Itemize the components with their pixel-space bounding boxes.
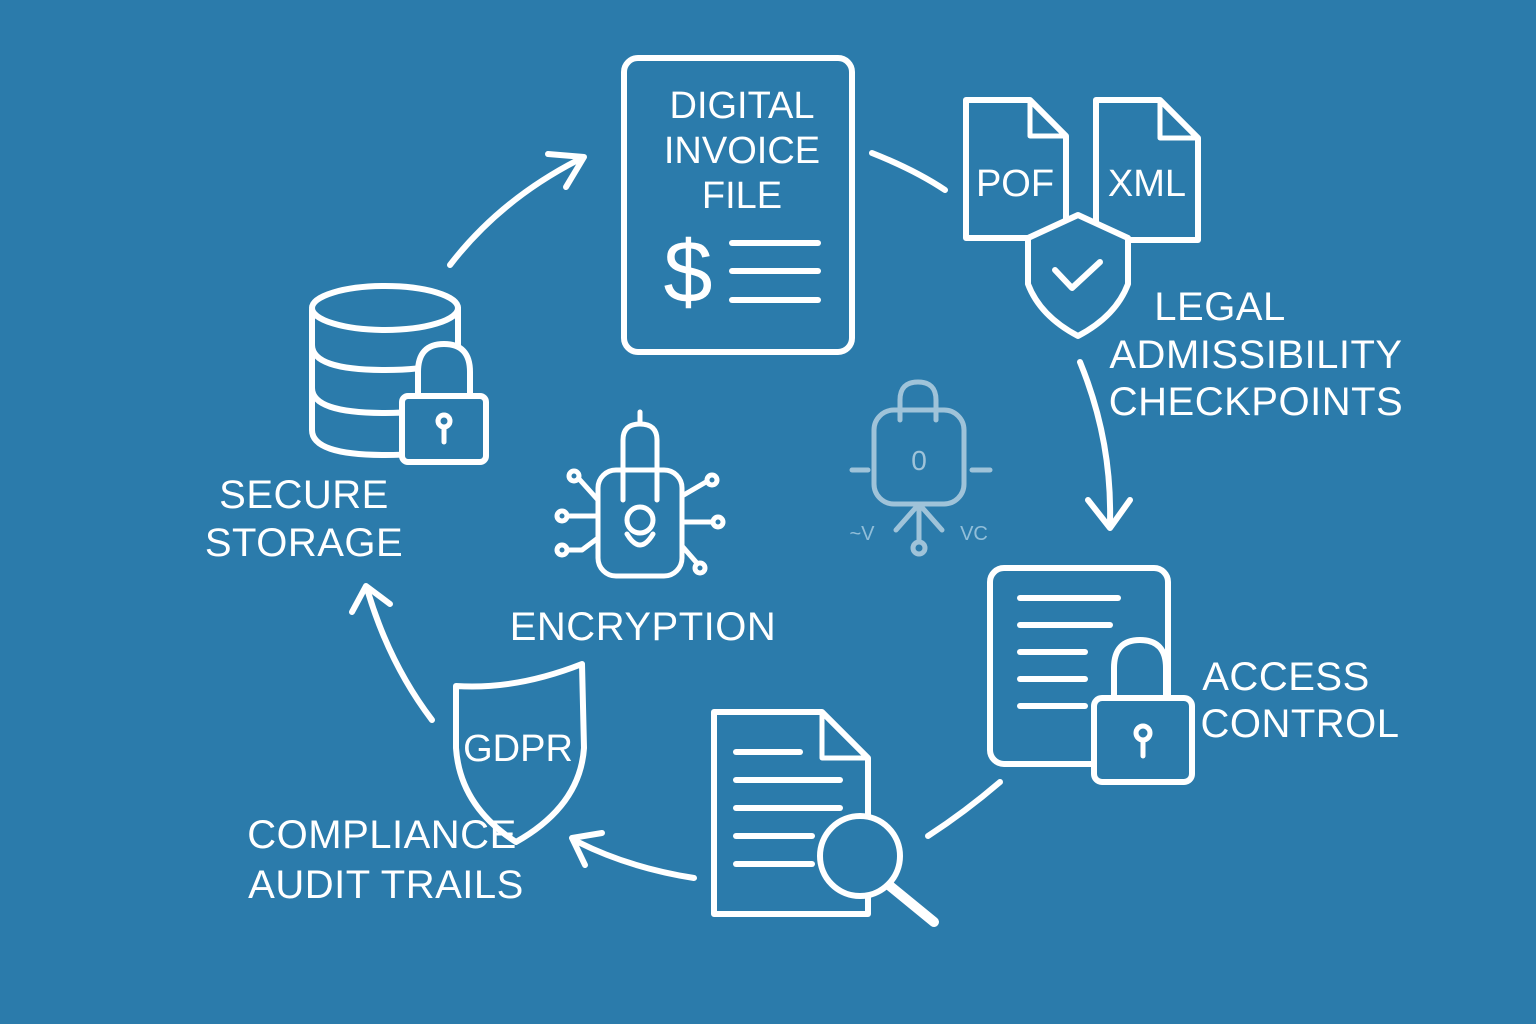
circuit-lock-icon [595,467,685,579]
xml-label: XML [1108,163,1186,205]
dollar-symbol: $ [664,222,713,321]
arrow-compliance-to-storage [365,589,435,723]
circuit-trace-4 [679,479,709,499]
gdpr-shield-icon [453,661,587,845]
pdf-label: POF [976,163,1054,205]
circuit-trace-6 [679,543,699,565]
center-lock-node: 0 [849,379,993,557]
encryption-shackle [620,421,660,503]
center-faint-right: VC [960,523,988,545]
center-padlock-shackle [897,379,939,423]
circuit-trace-3 [565,535,601,553]
magnifier-handle [885,881,939,927]
invoice-node: DIGITAL INVOICE FILE $ [621,55,855,355]
center-lock-node-dot [910,539,928,557]
arrow-head-legal-to-access [1085,497,1133,531]
arrow-audit-to-compliance [575,839,697,881]
access-label-line-2: CONTROL [1200,702,1399,746]
check-mark [1052,259,1103,291]
database-icon [309,283,461,333]
audit-node [711,709,939,927]
encryption-node: ENCRYPTION [510,409,777,649]
gdpr-badge: GDPR [463,728,573,770]
circuit-node-2 [554,508,570,524]
circuit-node-4 [704,472,720,488]
encryption-label: ENCRYPTION [510,605,777,649]
access-node: ACCESS CONTROL [987,565,1399,785]
cycle-arrows [349,150,1133,881]
document-icon [621,55,855,355]
center-lock-branch-left [893,501,922,533]
magnifier-lens [817,813,903,899]
xml-file-fold [1157,97,1201,141]
formats-node: POF XML [963,97,1201,339]
invoice-title-line-3: FILE [702,175,782,217]
shield-check-icon [1025,212,1131,339]
legal-label-line-2: ADMISSIBILITY [1109,333,1402,377]
circuit-trace-1 [577,477,601,503]
arrow-storage-to-invoice [447,157,581,268]
padlock-shackle [1111,637,1169,703]
pdf-file-fold [1027,97,1069,139]
connector-invoice-to-formats [869,150,948,193]
center-faint-left: ~V [849,523,875,545]
storage-padlock-shackle [415,341,473,403]
invoice-title-line-1: DIGITAL [670,85,815,127]
circuit-node-1 [566,468,582,484]
arrow-head-compliance-to-storage [349,583,393,615]
circuit-node-3 [554,542,570,558]
pdf-file-icon [963,97,1069,241]
storage-label-line-2: STORAGE [205,521,403,565]
storage-label-line-1: SECURE [219,473,389,517]
audit-document-fold [819,709,871,761]
encryption-keyhole [624,504,656,536]
encryption-keyhole-base [624,531,656,548]
arrow-head-audit-to-compliance [569,830,605,868]
circuit-node-5 [710,514,726,530]
arrow-legal-to-access [1077,359,1114,525]
legal-label-line-1: LEGAL [1154,285,1285,329]
access-label-line-1: ACCESS [1202,655,1370,699]
storage-node: SECURE STORAGE [205,283,489,565]
connector-access-to-audit [925,779,1003,839]
compliance-label-line-2: AUDIT TRAILS [248,863,524,907]
invoice-title-line-2: INVOICE [664,130,820,172]
circuit-node-6 [692,560,708,576]
compliance-label-line-1: COMPLIANCE [247,813,517,857]
center-lock-branch-right [916,501,945,533]
xml-file-icon [1093,97,1201,243]
legal-node: LEGAL ADMISSIBILITY CHECKPOINTS [1109,285,1403,424]
legal-label-line-3: CHECKPOINTS [1109,380,1403,424]
compliance-node: GDPR COMPLIANCE AUDIT TRAILS [247,661,587,907]
center-padlock-code: 0 [911,445,927,476]
arrow-head-storage-to-invoice [545,151,587,190]
